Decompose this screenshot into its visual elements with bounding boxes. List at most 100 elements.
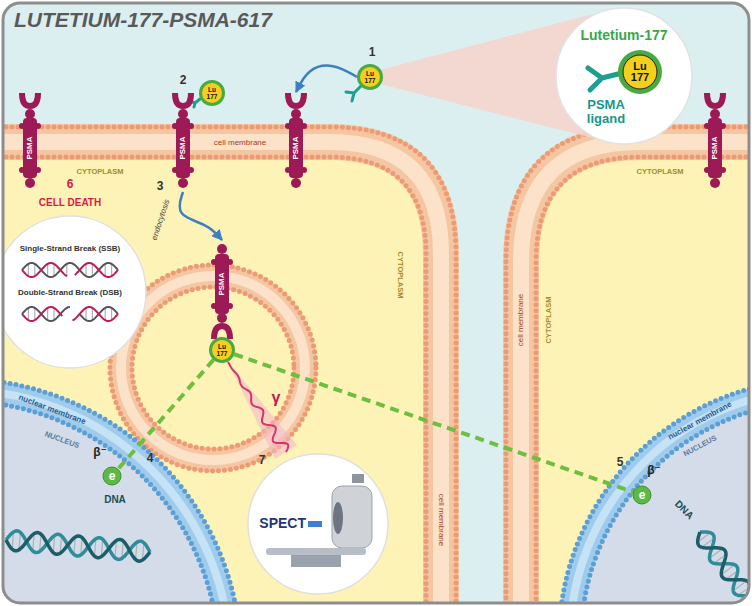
node-outline: [291, 555, 341, 567]
node-outline: [202, 83, 222, 103]
node-outline: [199, 80, 225, 106]
receptor-shape: [188, 167, 194, 173]
nuclear-membrane: [0, 390, 230, 606]
dna-rung: [105, 264, 106, 276]
membrane-label: cell membrane: [214, 139, 266, 147]
receptor-shape: [720, 167, 726, 173]
dna-rung: [92, 264, 93, 276]
dna-helix: [6, 531, 150, 561]
particle-symbol: e: [109, 470, 116, 483]
receptor-shape: [172, 167, 178, 173]
region-label: CYTOPLASM: [545, 297, 553, 344]
dna-label: DNA: [104, 495, 126, 505]
dna-rung: [85, 308, 86, 320]
receptor-shape: [211, 303, 217, 309]
psma-receptor: PSMA: [16, 92, 44, 192]
node-outline: [357, 64, 383, 90]
callout-number: 1: [369, 46, 376, 58]
psma-receptor: PSMA: [282, 92, 310, 192]
ssb-dna: [22, 263, 118, 277]
dna-strand: [6, 533, 150, 562]
radioligand: Lu 177: [199, 80, 225, 106]
dna-rung: [28, 308, 29, 320]
receptor-shape: [710, 178, 720, 188]
membrane-label: cell membrane: [437, 494, 445, 546]
electron: e: [103, 467, 121, 485]
receptor-shape: [172, 93, 194, 109]
node-outline: [332, 486, 372, 548]
receptor-shape: [227, 259, 233, 265]
gamma-symbol: γ: [272, 390, 281, 406]
nucleus: [0, 390, 752, 606]
node-outline: [623, 55, 657, 89]
nuclear-membrane: [0, 379, 241, 606]
gamma-cone: [228, 362, 297, 459]
callout-number: 4: [147, 452, 154, 464]
node-outline: [266, 548, 366, 555]
node-outline: [0, 190, 150, 374]
receptor-shape: [211, 259, 217, 265]
receptor-name: PSMA: [179, 136, 188, 159]
ligand-name: PSMA ligand: [577, 98, 635, 127]
gamma-wave: [228, 362, 288, 452]
node-outline: [618, 50, 662, 94]
callout-number: 5: [617, 456, 624, 468]
receptor-shape: [710, 109, 720, 119]
receptor-shape: [289, 118, 303, 178]
dna-strand: [22, 263, 118, 277]
dna-rung: [47, 308, 48, 320]
cell-membrane: [0, 142, 441, 606]
dna-rung: [92, 308, 93, 320]
receptor-name: PSMA: [26, 136, 35, 159]
nuclear-membrane: [581, 401, 752, 606]
imaging-label: SPECT: [259, 516, 306, 531]
receptor-shape: [227, 303, 233, 309]
ligand-stem: [346, 86, 361, 101]
node-outline: [360, 67, 380, 87]
receptor-shape: [704, 93, 726, 109]
receptor-shape: [172, 123, 178, 129]
dna-strand: [22, 263, 118, 277]
region-label: CYTOPLASM: [637, 168, 684, 176]
receptor-name: PSMA: [292, 136, 301, 159]
dna-rung: [66, 264, 67, 276]
nuclear-membrane: [570, 390, 752, 606]
receptor-shape: [704, 167, 710, 173]
receptor-shape: [704, 123, 710, 129]
node-outline: [308, 521, 322, 527]
damage-label: Double-Strand Break (DSB): [18, 289, 122, 298]
receptor-shape: [19, 167, 25, 173]
callout-number: 2: [180, 74, 187, 86]
nucleus: [570, 390, 752, 606]
callout-number: 7: [259, 454, 266, 466]
membrane-label: cell membrane: [517, 294, 525, 346]
dna-rung: [53, 308, 54, 320]
callout-number: 3: [157, 180, 164, 192]
callout-circle: Lutetium-177PSMA ligand: [554, 6, 694, 146]
region-label: CYTOPLASM: [77, 168, 124, 176]
receptor-shape: [285, 93, 307, 188]
binding-arrow: [296, 66, 357, 92]
node-outline: [556, 8, 692, 144]
figure-title: LUTETIUM-177-PSMA-617: [14, 8, 272, 32]
node-outline: [209, 337, 235, 363]
node-outline: [248, 454, 388, 594]
cell-membrane: [0, 127, 752, 606]
beta-path: [118, 360, 214, 469]
node-outline: [333, 502, 343, 534]
receptor-name: PSMA: [218, 272, 227, 295]
receptor-shape: [35, 123, 41, 129]
receptor-name: PSMA: [711, 136, 720, 159]
receptor-shape: [285, 167, 291, 173]
receptor-shape: [301, 123, 307, 129]
receptor-shape: [285, 123, 291, 129]
receptor-shape: [301, 167, 307, 173]
receptor-shape: [178, 178, 188, 188]
cell-membrane: [506, 127, 752, 606]
dna-rung: [111, 264, 112, 276]
psma-receptor: PSMA: [208, 240, 236, 340]
dna-rung: [47, 264, 48, 276]
dna-rung: [28, 264, 29, 276]
cell-membrane: [0, 142, 441, 606]
